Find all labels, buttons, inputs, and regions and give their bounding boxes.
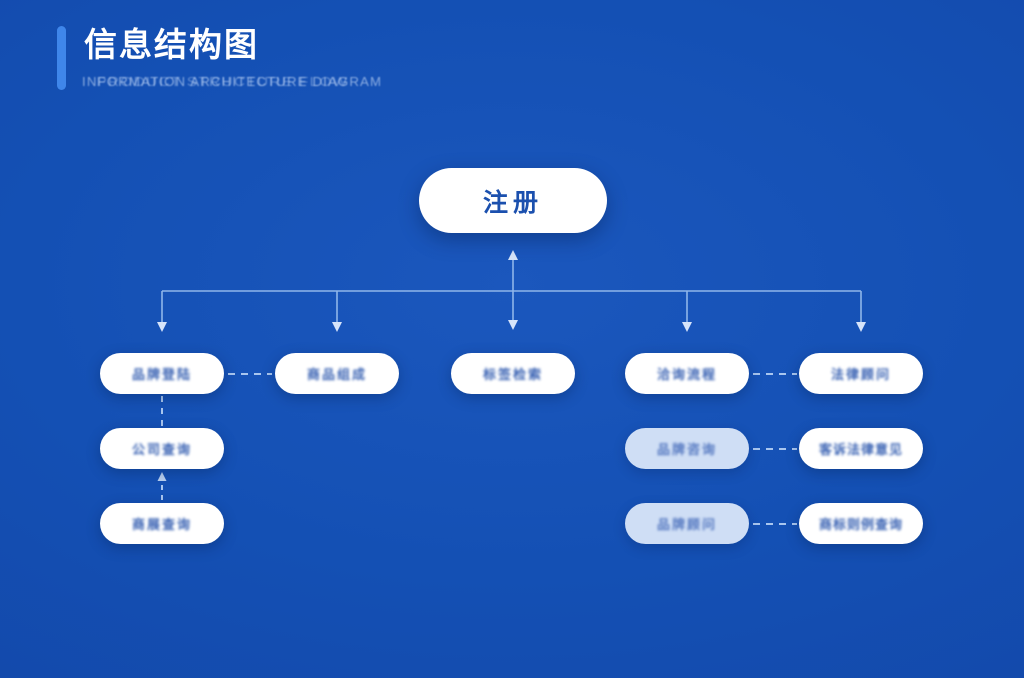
node-col3-row1-label: 标签检索 (482, 367, 543, 382)
node-col4-row1[interactable]: 洽询流程 (625, 353, 749, 394)
node-col1-row3[interactable]: 商展查询 (100, 503, 224, 544)
node-col4-row3[interactable]: 品牌顾问 (625, 503, 749, 544)
page-header: 信息结构图 INFORMATION ARCHITECTURE DIAGRAM P… (57, 22, 557, 102)
node-col4-row2[interactable]: 品牌咨询 (625, 428, 749, 469)
page-title: 信息结构图 (84, 26, 259, 63)
node-col1-row1-label: 品牌登陆 (131, 367, 192, 382)
node-col5-row1[interactable]: 法律顾问 (799, 353, 923, 394)
node-col2-row1-label: 商品组成 (306, 367, 367, 382)
node-col4-row2-label: 品牌咨询 (656, 442, 717, 457)
node-col5-row3-label: 商标则例查询 (818, 517, 903, 532)
node-col1-row3-label: 商展查询 (131, 517, 192, 532)
page-subtitle: INFORMATION ARCHITECTURE DIAGRAM PRODUCT… (82, 74, 382, 89)
title-accent-bar (57, 26, 66, 90)
node-col5-row3[interactable]: 商标则例查询 (799, 503, 923, 544)
node-root-label: 注册 (482, 188, 543, 217)
page-subtitle-ghost: PRODUCT STRUCTURE FLOW (96, 74, 349, 89)
node-col5-row2[interactable]: 客诉法律意见 (799, 428, 923, 469)
node-col5-row2-label: 客诉法律意见 (818, 442, 903, 457)
node-col2-row1[interactable]: 商品组成 (275, 353, 399, 394)
node-col5-row1-label: 法律顾问 (830, 367, 891, 382)
node-root-register[interactable]: 注册 (419, 168, 607, 233)
node-col1-row2-label: 公司查询 (131, 442, 192, 457)
page-subtitle-text: INFORMATION ARCHITECTURE DIAGRAM (82, 74, 383, 89)
node-col1-row2[interactable]: 公司查询 (100, 428, 224, 469)
node-col4-row3-label: 品牌顾问 (656, 517, 717, 532)
node-col1-row1[interactable]: 品牌登陆 (100, 353, 224, 394)
node-col3-row1[interactable]: 标签检索 (451, 353, 575, 394)
node-col4-row1-label: 洽询流程 (656, 367, 717, 382)
